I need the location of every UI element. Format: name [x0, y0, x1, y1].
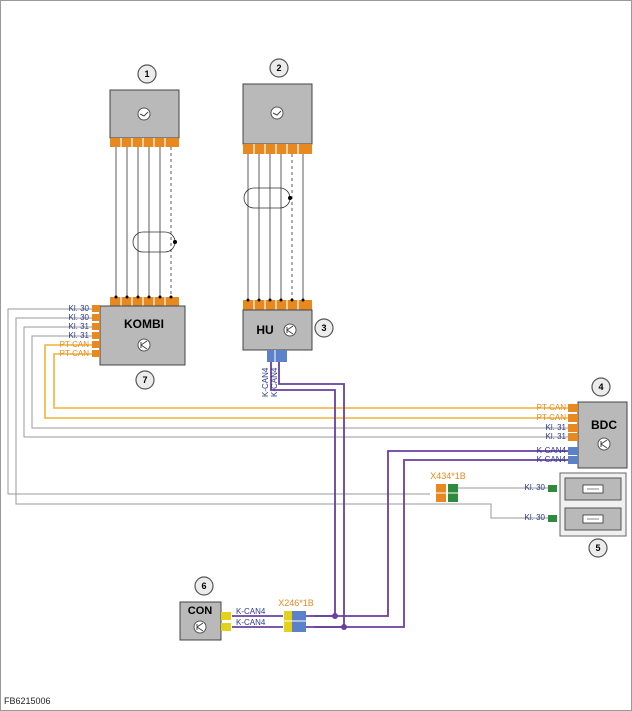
bundle-dot — [173, 240, 177, 244]
kombi-pin-label: Kl. 31 — [69, 322, 90, 331]
bdc-pin-label: Kl. 31 — [546, 423, 567, 432]
callout-7: 7 — [135, 370, 155, 390]
callout-1: 1 — [137, 64, 157, 84]
ribbon-cable-1 — [115, 147, 172, 297]
kombi-pin-label: Kl. 30 — [69, 313, 90, 322]
svg-text:5: 5 — [595, 543, 600, 553]
fuse-pin-label: Kl. 30 — [525, 513, 546, 522]
kombi-label: KOMBI — [124, 317, 164, 331]
con-icon — [193, 620, 207, 634]
bundle-dot — [288, 196, 292, 200]
bdc-box — [577, 401, 628, 469]
k-can-wires — [232, 362, 568, 628]
con-pin — [221, 623, 231, 631]
hu-can-pins — [267, 350, 287, 362]
kombi-pin-label: PT-CAN — [60, 349, 90, 358]
kombi-box — [99, 305, 186, 366]
bdc-pins-orange — [568, 404, 578, 441]
wire-kl30-a — [7, 308, 430, 495]
bdc-label: BDC — [591, 418, 617, 432]
fuse-pin-label: Kl. 30 — [525, 483, 546, 492]
component-2-icon — [270, 106, 284, 120]
junction-dot — [332, 613, 338, 619]
component-1-pins — [110, 138, 179, 147]
wire-kl31-a — [23, 326, 568, 438]
callout-4: 4 — [591, 377, 611, 397]
svg-text:3: 3 — [321, 323, 326, 333]
connector-x434-label: X434*1B — [430, 471, 466, 481]
junction-dot — [341, 624, 347, 630]
hu-pin-label: K-CAN4 — [261, 367, 270, 397]
component-1-icon — [137, 107, 151, 121]
kombi-icon — [137, 338, 151, 352]
cable-bundle-marker — [243, 187, 291, 209]
wire-kcan-bdc-a — [314, 450, 568, 617]
kombi-pin-label: Kl. 30 — [69, 304, 90, 313]
wire-kcan-hu-a — [270, 362, 336, 617]
hu-top-pins — [243, 300, 312, 310]
figure-code: FB6215006 — [4, 696, 51, 706]
fuse-pin — [548, 485, 557, 492]
kombi-top-pins — [110, 297, 179, 306]
bdc-pin-label: PT-CAN — [537, 413, 567, 422]
ribbon-cable-2 — [247, 154, 304, 300]
bdc-pin-label: K-CAN4 — [537, 455, 567, 464]
bdc-pins-blue — [568, 447, 578, 464]
kombi-pin-label: Kl. 31 — [69, 331, 90, 340]
svg-text:2: 2 — [276, 63, 281, 73]
fuse-pin — [548, 515, 557, 522]
hu-icon — [283, 323, 297, 337]
hu-label: HU — [256, 323, 273, 337]
hu-pin-label: K-CAN4 — [270, 367, 279, 397]
svg-text:1: 1 — [144, 69, 149, 79]
bdc-pin-label: Kl. 31 — [546, 432, 567, 441]
wire-ptcan-a — [44, 344, 568, 419]
wire-kl31-b — [31, 335, 568, 429]
wire-kl30-b — [15, 317, 548, 519]
hu-box — [242, 309, 313, 351]
con-pin-label: K-CAN4 — [236, 607, 266, 616]
callout-2: 2 — [269, 58, 289, 78]
bdc-pin-label: K-CAN4 — [537, 446, 567, 455]
wire-kcan-bdc-b — [314, 459, 568, 628]
kombi-side-pins — [92, 305, 100, 357]
svg-text:6: 6 — [201, 581, 206, 591]
con-pin — [221, 612, 231, 620]
bdc-icon — [597, 437, 611, 451]
pt-can-wires — [44, 344, 568, 419]
callout-6: 6 — [194, 576, 214, 596]
connector-x246-label: X246*1B — [278, 598, 314, 608]
bdc-pin-label: PT-CAN — [537, 403, 567, 412]
svg-text:4: 4 — [598, 382, 603, 392]
callout-3: 3 — [314, 318, 334, 338]
callout-5: 5 — [588, 538, 608, 558]
wire-ptcan-b — [53, 353, 568, 409]
con-pin-label: K-CAN4 — [236, 618, 266, 627]
ground-supply-wires — [7, 308, 568, 519]
con-label: CON — [188, 605, 213, 617]
kombi-pin-label: PT-CAN — [60, 340, 90, 349]
cable-bundle-marker — [132, 231, 176, 253]
component-2-pins — [243, 144, 312, 154]
svg-text:7: 7 — [142, 375, 147, 385]
